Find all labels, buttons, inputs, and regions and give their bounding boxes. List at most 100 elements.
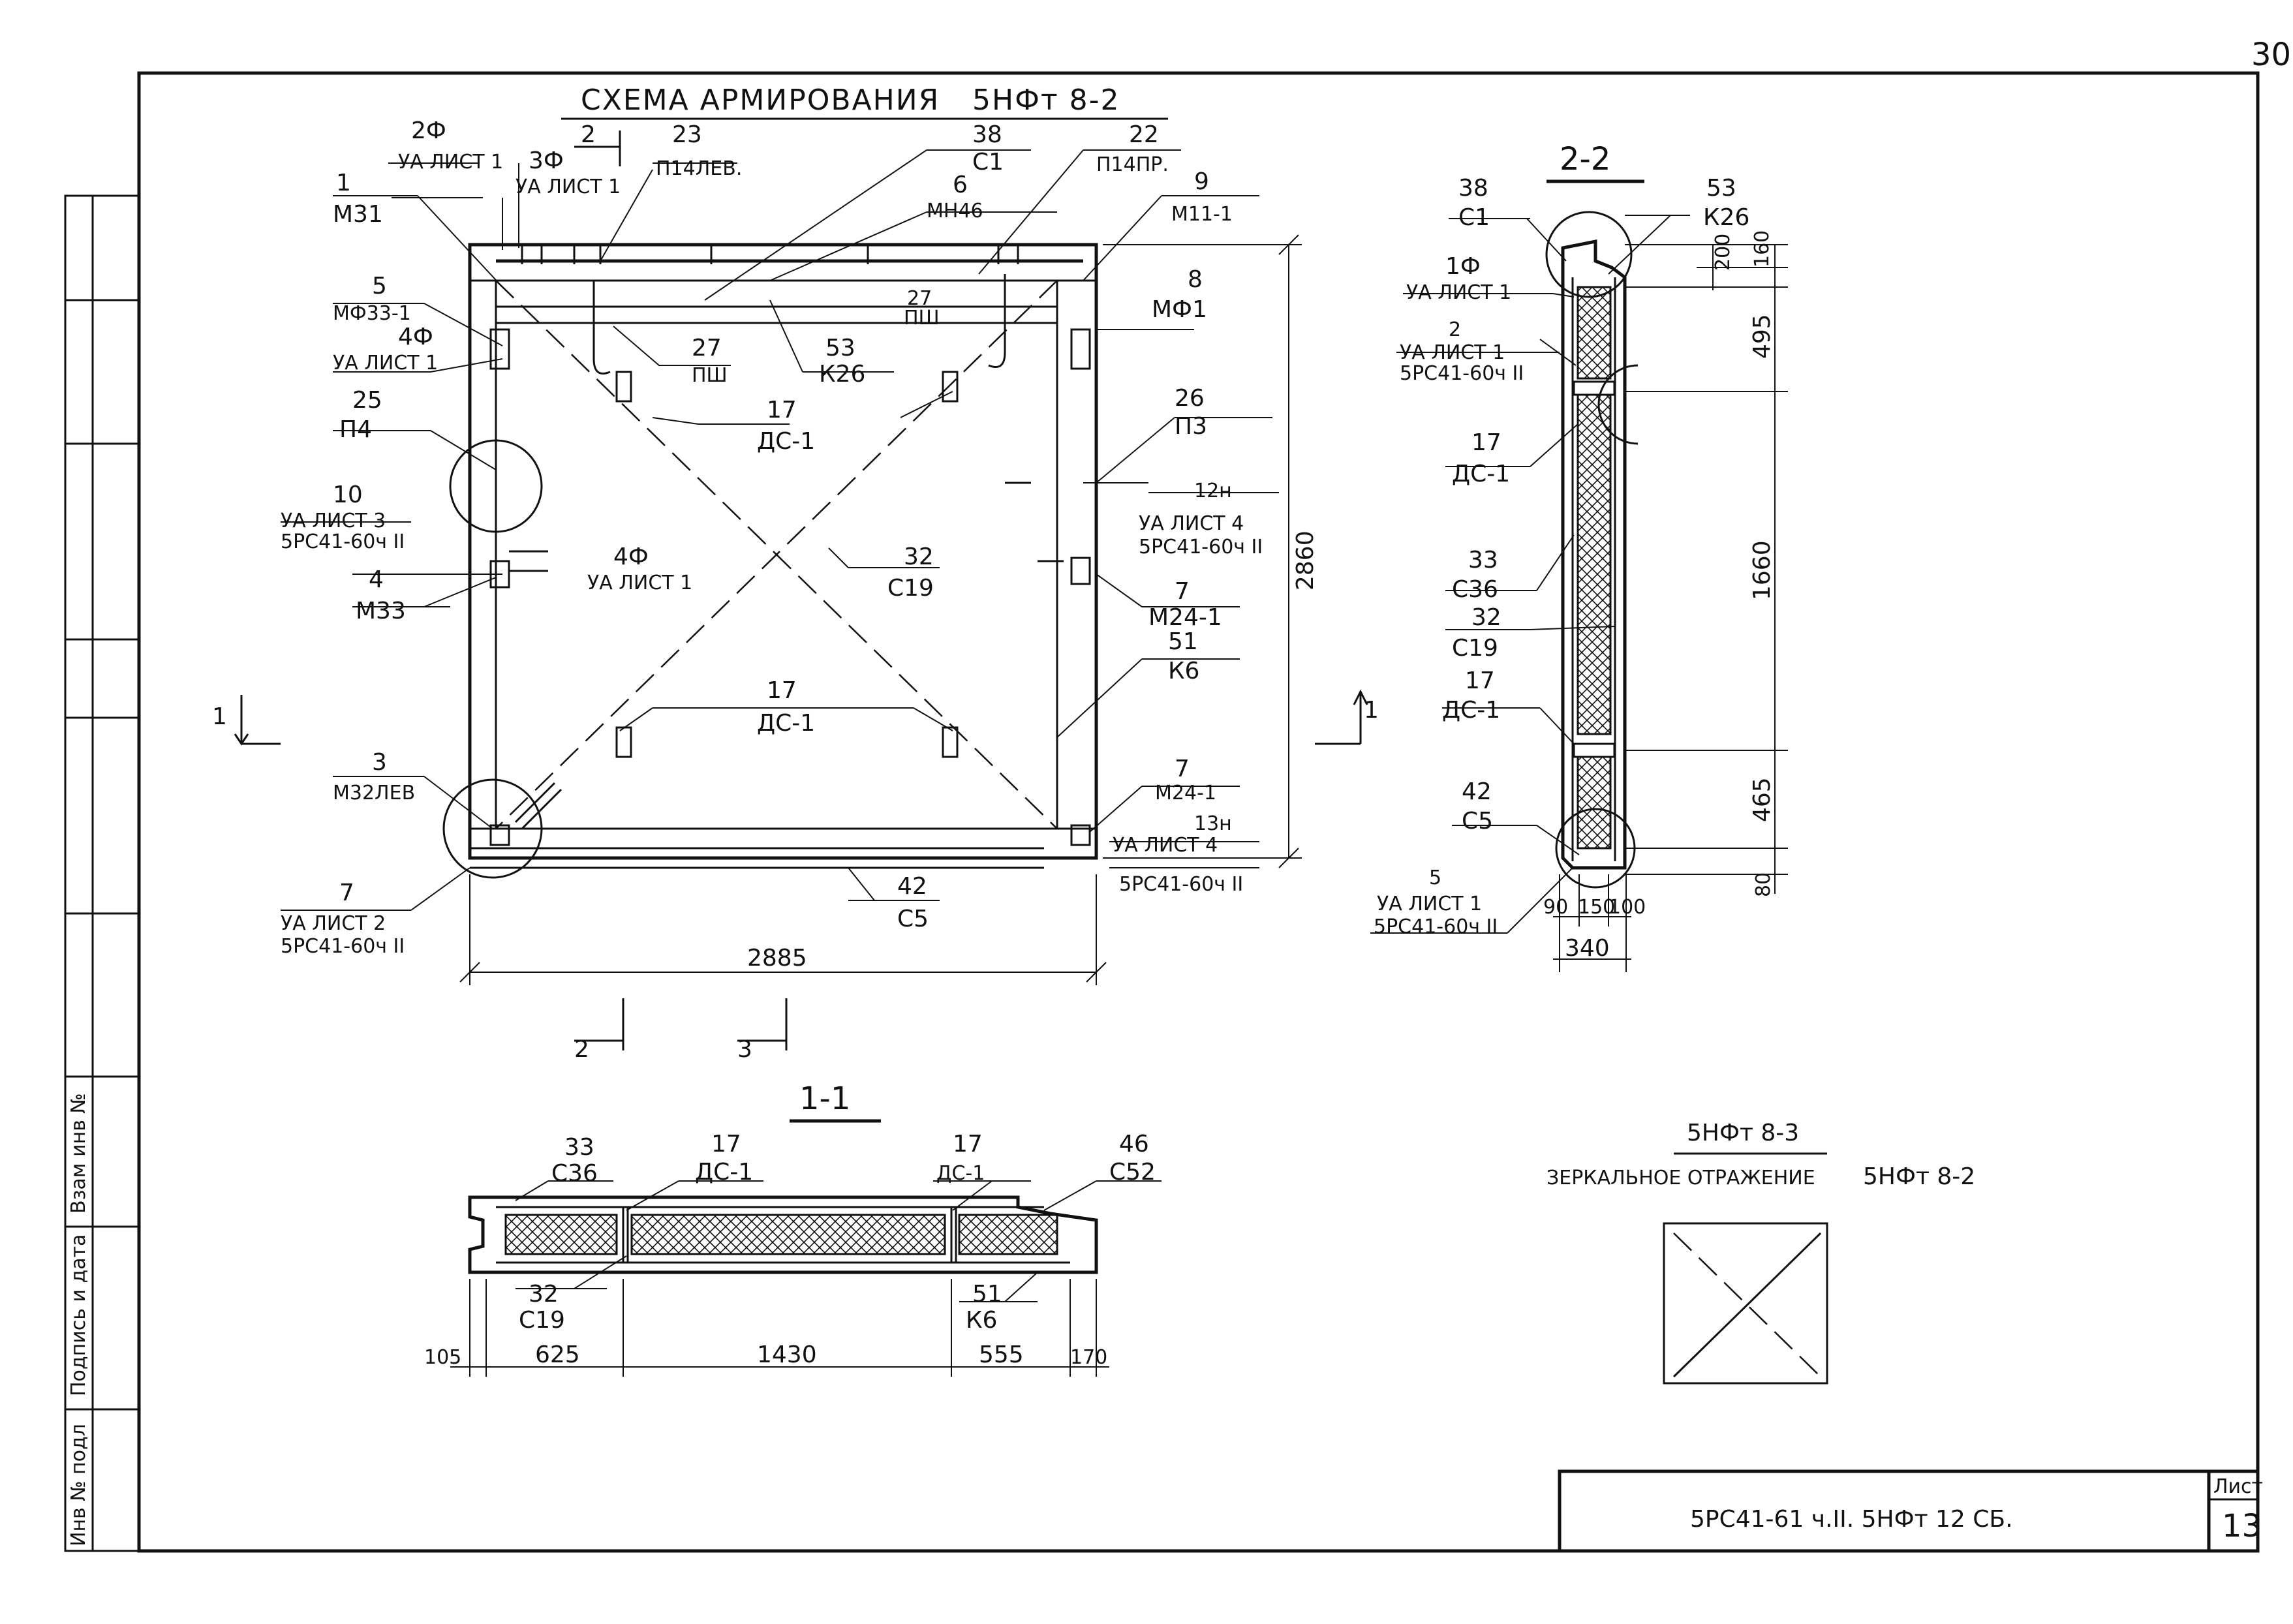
stamp-sheet-label: Лист <box>2213 1475 2263 1498</box>
callout-4f2-num: 4Ф <box>613 544 649 570</box>
sec22-c33-ref: С36 <box>1452 576 1498 603</box>
stamp-sheet-number: 13 <box>2222 1508 2262 1544</box>
callout-2f-num: 2Ф <box>411 117 446 144</box>
callout-53-ref: К26 <box>819 361 865 388</box>
callout-4-ref: М33 <box>356 598 406 624</box>
callout-6-ref: МН46 <box>927 200 983 222</box>
callout-3f-num: 3Ф <box>529 147 564 174</box>
callout-26-num: 26 <box>1175 385 1205 412</box>
callout-23-num: 23 <box>672 121 702 148</box>
sec22-dim-1660: 1660 <box>1749 540 1776 600</box>
stamp-code: 5РС41-61 ч.II. 5НФт 12 СБ. <box>1690 1506 2013 1533</box>
callout-7b-ref: М24-1 <box>1155 782 1216 804</box>
sec22-c2-ref: УА ЛИСТ 1 <box>1400 341 1505 364</box>
callout-17b-num: 17 <box>767 677 797 704</box>
sec22-c32-ref: С19 <box>1452 635 1498 662</box>
callout-4f2-ref: УА ЛИСТ 1 <box>587 572 692 594</box>
callout-13n-ref2: 5РС41-60ч II <box>1119 873 1243 896</box>
mirror-mark: 5НФт 8-3 <box>1687 1120 1799 1146</box>
callout-22-ref: П14ПР. <box>1096 153 1169 176</box>
sec22-c17a-num: 17 <box>1471 429 1501 456</box>
main-title: СХЕМА АРМИРОВАНИЯ 5НФт 8-2 <box>561 84 1168 120</box>
sec11-dim-105: 105 <box>424 1346 461 1369</box>
sec22-c17a-ref: ДС-1 <box>1452 461 1510 487</box>
section-1-1-title: 1-1 <box>799 1080 850 1117</box>
sec22-c33-num: 33 <box>1468 547 1498 574</box>
sec11-c17b-ref: ДС-1 <box>936 1162 985 1185</box>
callout-38-ref: С1 <box>972 149 1004 176</box>
callout-7b-num: 7 <box>1175 756 1190 782</box>
callout-3-num: 3 <box>372 749 387 776</box>
sec11-c33-num: 33 <box>564 1134 594 1161</box>
sec11-dim-170: 170 <box>1070 1346 1107 1369</box>
callout-53-num: 53 <box>825 335 855 361</box>
callout-12n-num: 12н <box>1194 480 1232 502</box>
sec22-c1f-ref: УА ЛИСТ 1 <box>1406 281 1511 304</box>
sec22-dim-495: 495 <box>1749 314 1776 359</box>
main-title-caption: СХЕМА АРМИРОВАНИЯ <box>581 84 940 117</box>
callout-7c-ref2: 5РС41-60ч II <box>281 935 405 958</box>
sec22-dim-465: 465 <box>1749 777 1776 822</box>
sec22-dim-80: 80 <box>1752 872 1775 897</box>
sec22-c53-num: 53 <box>1706 175 1736 202</box>
sec22-dim-160: 160 <box>1751 230 1774 268</box>
callout-7c-ref: УА ЛИСТ 2 <box>281 912 386 935</box>
sec11-c33-ref: С36 <box>551 1160 598 1187</box>
callout-10-ref2: 5РС41-60ч II <box>281 530 405 553</box>
callout-27b-ref: ПШ <box>904 307 940 329</box>
section-1-1: 1-1 105 625 1430 555 170 <box>424 1080 1162 1377</box>
sec11-c17b-num: 17 <box>953 1131 983 1157</box>
callout-5-ref: МФ33-1 <box>333 302 411 325</box>
sec11-c46-num: 46 <box>1119 1131 1149 1157</box>
callout-3-ref: М32ЛЕВ <box>333 782 415 804</box>
sec22-c42-num: 42 <box>1462 778 1492 805</box>
callout-32-ref: С19 <box>887 575 934 602</box>
callout-26-ref: П3 <box>1175 413 1207 440</box>
callout-27a-ref: ПШ <box>692 364 728 387</box>
main-callouts: 2Ф УА ЛИСТ 1 3Ф УА ЛИСТ 1 23 П14ЛЕВ. 38 … <box>281 117 1263 958</box>
side-stamp-replace-inv: Взам инв № <box>67 1093 90 1214</box>
callout-22-num: 22 <box>1129 121 1159 148</box>
sec22-c32-num: 32 <box>1471 604 1501 631</box>
sec22-dim-100: 100 <box>1608 896 1646 919</box>
callout-17a-num: 17 <box>767 397 797 423</box>
sec22-c5-num: 5 <box>1429 866 1441 889</box>
callout-4f-num: 4Ф <box>398 324 433 350</box>
sec22-c17b-num: 17 <box>1465 667 1495 694</box>
callout-1-num: 1 <box>336 170 351 196</box>
callout-42-ref: С5 <box>897 906 929 932</box>
sec11-dim-1430: 1430 <box>757 1341 817 1368</box>
sec11-c51-ref: К6 <box>966 1307 997 1334</box>
section-2-2: 2-2 200 160 495 <box>1370 141 1788 972</box>
sec11-dim-555: 555 <box>979 1341 1024 1368</box>
callout-3f-ref: УА ЛИСТ 1 <box>516 176 621 198</box>
callout-4-num: 4 <box>369 566 384 593</box>
callout-5-num: 5 <box>372 273 387 299</box>
callout-9-num: 9 <box>1194 168 1209 195</box>
side-stamp: Взам инв № Подпись и дата Инв № подл <box>64 194 140 1552</box>
callout-7c-num: 7 <box>339 880 354 906</box>
section-2-2-title: 2-2 <box>1560 141 1610 177</box>
mirror-caption: ЗЕРКАЛЬНОЕ ОТРАЖЕНИЕ <box>1547 1167 1815 1189</box>
side-stamp-orig-inv: Инв № подл <box>67 1424 90 1546</box>
callout-23-ref: П14ЛЕВ. <box>656 157 742 180</box>
sec22-dim-150: 150 <box>1578 896 1615 919</box>
callout-17b-ref: ДС-1 <box>757 710 815 737</box>
callout-2f-ref: УА ЛИСТ 1 <box>398 151 503 174</box>
callout-12n-ref2: 5РС41-60ч II <box>1139 536 1263 559</box>
callout-12n-ref: УА ЛИСТ 4 <box>1139 512 1244 535</box>
sec11-c17a-ref: ДС-1 <box>695 1159 753 1186</box>
main-leaders <box>281 149 1279 911</box>
mirror-note: 5НФт 8-3 ЗЕРКАЛЬНОЕ ОТРАЖЕНИЕ 5НФт 8-2 <box>1547 1120 1975 1385</box>
title-stamp: 5РС41-61 ч.II. 5НФт 12 СБ. Лист 13 <box>1558 1469 2263 1553</box>
sec22-c38-ref: С1 <box>1458 204 1490 231</box>
page-number: 30 <box>2251 37 2291 73</box>
callout-1-ref: М31 <box>333 201 383 228</box>
sec11-c32-num: 32 <box>529 1281 559 1308</box>
callout-6-num: 6 <box>953 172 968 198</box>
side-stamp-signature-date: Подпись и дата <box>67 1234 90 1397</box>
sec22-c5-ref2: 5РС41-60ч II <box>1374 915 1498 938</box>
callout-38-num: 38 <box>972 121 1002 148</box>
callout-9-ref: М11-1 <box>1171 203 1233 226</box>
